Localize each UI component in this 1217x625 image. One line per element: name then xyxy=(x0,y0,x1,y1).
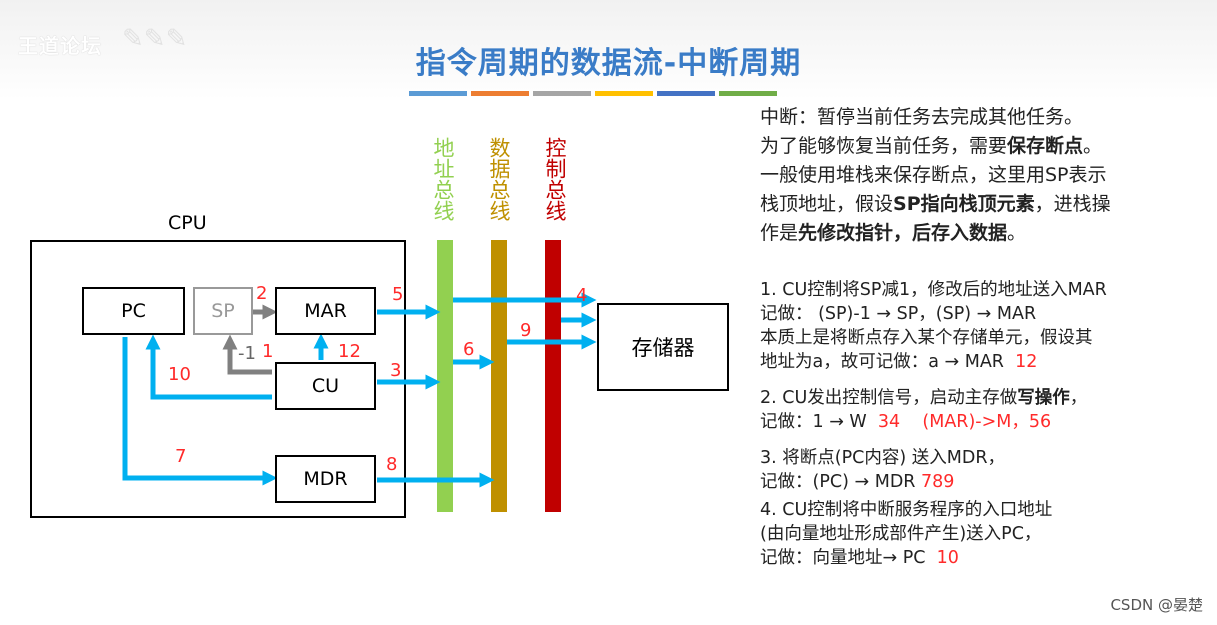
desc-line-2: 为了能够恢复当前任务，需要保存断点。 xyxy=(760,132,1111,161)
data-bus-label: 数据总线 xyxy=(487,137,511,221)
step-label-6: 6 xyxy=(463,339,475,360)
desc-line-4-end: ，进栈操 xyxy=(1034,193,1111,215)
step-3-line-2-text: 记做：(PC) → MDR xyxy=(760,472,916,492)
divider-segment-1 xyxy=(409,91,467,96)
desc-line-5-text: 作是 xyxy=(760,222,799,244)
cu-unit: CU xyxy=(275,362,376,410)
step-4-line-3-text: 记做：向量地址→ PC xyxy=(760,548,926,568)
step-label-12: 12 xyxy=(338,341,361,362)
step-2: 2. CU发出控制信号，启动主存做写操作， 记做：1 → W 34 (MAR)-… xyxy=(760,386,1107,434)
watermark: CSDN @晏楚 xyxy=(1110,596,1203,614)
step-label-3: 3 xyxy=(390,360,402,381)
data-bus-bar xyxy=(491,240,507,512)
step-label-1: 1 xyxy=(262,341,274,362)
step-label-10: 10 xyxy=(168,364,191,385)
desc-line-4-bold: SP指向栈顶元素 xyxy=(893,193,1035,215)
cpu-label: CPU xyxy=(168,212,207,234)
desc-line-4-text: 栈顶地址，假设 xyxy=(760,193,894,215)
desc-line-1: 中断：暂停当前任务去完成其他任务。 xyxy=(760,106,1084,128)
step-list: 1. CU控制将SP减1，修改后的地址送入MAR 记做： (SP)-1 → SP… xyxy=(760,278,1107,570)
step-label-7: 7 xyxy=(175,446,187,467)
mar-register: MAR xyxy=(275,287,376,335)
step-2-line-2-text: 记做：1 → W xyxy=(760,412,867,432)
logo-decoration: ✎✎✎ xyxy=(122,24,188,54)
step-2-line-2: 记做：1 → W 34 (MAR)->M，56 xyxy=(760,410,1107,434)
step-4-mark: 10 xyxy=(936,548,959,568)
step-4-line-2: (由向量地址形成部件产生)送入PC， xyxy=(760,524,1042,544)
desc-line-2-bold: 保存断点 xyxy=(1007,135,1084,157)
step-label-9: 9 xyxy=(520,320,532,341)
divider-segment-2 xyxy=(471,91,529,96)
desc-line-5-end: 。 xyxy=(1007,222,1027,244)
step-2-line-1-end: ， xyxy=(1069,388,1088,408)
step-2-line-1-text: 2. CU发出控制信号，启动主存做 xyxy=(760,388,1018,408)
arrow-bus-to-pc xyxy=(145,334,272,400)
step-3: 3. 将断点(PC内容) 送入MDR， 记做：(PC) → MDR 789 xyxy=(760,446,1107,494)
step-1-line-1: 1. CU控制将SP减1，修改后的地址送入MAR xyxy=(760,280,1107,300)
control-bus-bar xyxy=(545,240,561,512)
step-label-4: 4 xyxy=(576,285,588,306)
arrow-pc-to-mdr xyxy=(122,337,278,486)
cpu-boundary xyxy=(30,240,406,518)
step-1: 1. CU控制将SP减1，修改后的地址送入MAR 记做： (SP)-1 → SP… xyxy=(760,278,1107,374)
step-3-line-1: 3. 将断点(PC内容) 送入MDR， xyxy=(760,448,1005,468)
divider-segment-4 xyxy=(595,91,653,96)
step-label-2: 2 xyxy=(256,283,268,304)
minus-one-label: -1 xyxy=(238,343,256,364)
mdr-register: MDR xyxy=(275,455,376,503)
step-4-line-3: 记做：向量地址→ PC 10 xyxy=(760,546,1107,570)
step-1-line-4-text: 地址为a，故可记做：a → MAR xyxy=(760,352,1004,372)
desc-line-4: 栈顶地址，假设SP指向栈顶元素，进栈操 xyxy=(760,190,1111,219)
step-2-mark: 34 (MAR)->M，56 xyxy=(877,412,1052,432)
step-1-line-2: 记做： (SP)-1 → SP，(SP) → MAR xyxy=(760,304,1037,324)
header-background xyxy=(0,0,1217,100)
memory-unit: 存储器 xyxy=(597,303,729,391)
desc-line-2-text: 为了能够恢复当前任务，需要 xyxy=(760,135,1008,157)
step-label-5: 5 xyxy=(392,284,404,305)
step-4: 4. CU控制将中断服务程序的入口地址 (由向量地址形成部件产生)送入PC， 记… xyxy=(760,498,1107,570)
logo: 王道论坛 xyxy=(18,34,102,58)
desc-line-5-bold: 先修改指针，后存入数据 xyxy=(798,222,1008,244)
desc-line-3: 一般使用堆栈来保存断点，这里用SP表示 xyxy=(760,164,1107,186)
control-bus-label: 控制总线 xyxy=(543,137,567,221)
divider-segment-3 xyxy=(533,91,591,96)
page-title: 指令周期的数据流-中断周期 xyxy=(415,46,802,81)
step-4-line-1: 4. CU控制将中断服务程序的入口地址 xyxy=(760,500,1053,520)
desc-line-5: 作是先修改指针，后存入数据。 xyxy=(760,219,1111,248)
pc-register: PC xyxy=(82,287,185,335)
step-label-8: 8 xyxy=(386,454,398,475)
arrow-cu-to-sp xyxy=(222,334,272,375)
step-1-line-3: 本质上是将断点存入某个存储单元，假设其 xyxy=(760,328,1093,348)
address-bus-label: 地址总线 xyxy=(431,137,455,221)
sp-register: SP xyxy=(193,287,253,335)
step-1-line-4: 地址为a，故可记做：a → MAR 12 xyxy=(760,350,1107,374)
desc-line-2-end: 。 xyxy=(1083,135,1103,157)
step-1-mark: 12 xyxy=(1015,352,1038,372)
address-bus-bar xyxy=(437,240,453,512)
divider-segment-5 xyxy=(657,91,715,96)
step-3-line-2: 记做：(PC) → MDR 789 xyxy=(760,470,1107,494)
step-2-line-1-bold: 写操作 xyxy=(1017,388,1070,408)
step-2-line-1: 2. CU发出控制信号，启动主存做写操作， xyxy=(760,386,1107,410)
step-3-mark: 789 xyxy=(921,472,955,492)
divider-segment-6 xyxy=(719,91,777,96)
interrupt-description: 中断：暂停当前任务去完成其他任务。 为了能够恢复当前任务，需要保存断点。 一般使… xyxy=(760,103,1111,248)
